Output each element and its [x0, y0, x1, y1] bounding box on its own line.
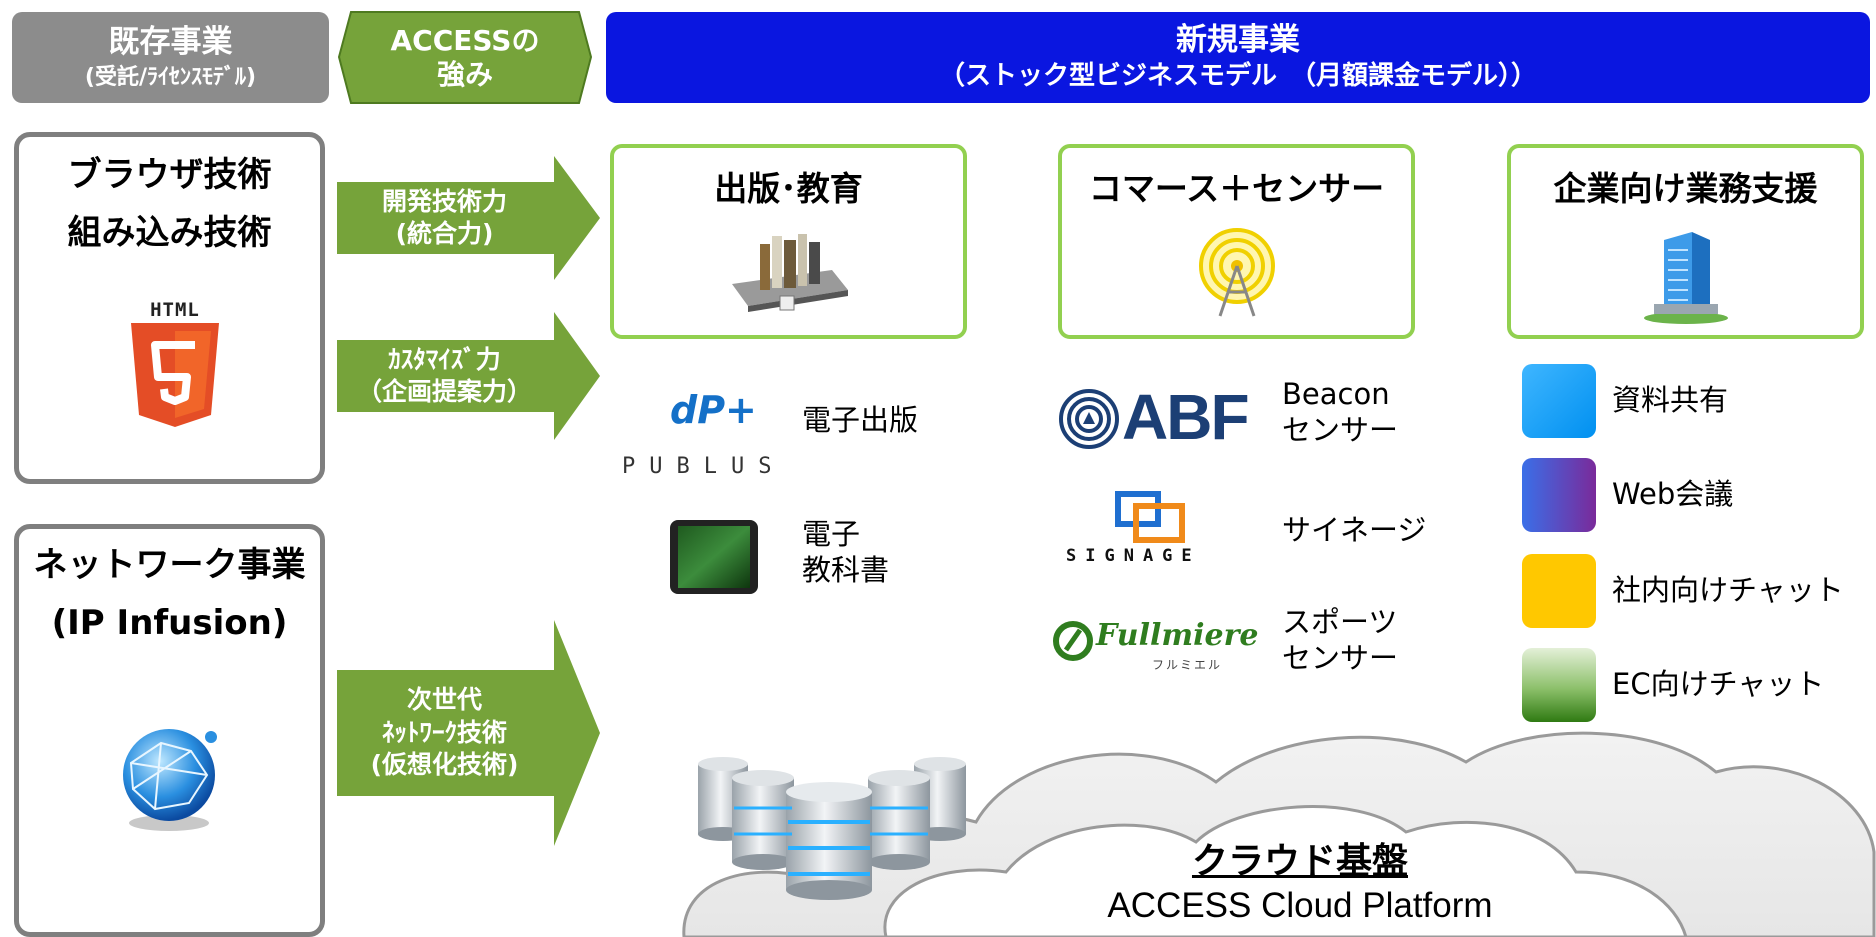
cloud-platform-subtitle: ACCESS Cloud Platform [1107, 886, 1493, 925]
embedded-tech-label: 組み込み技術 [67, 212, 272, 253]
browser-tech-label: ブラウザ技術 [67, 155, 272, 195]
html5-badge-text: HTML [150, 299, 200, 321]
enterprise-support-title: 企業向け業務支援 [1553, 169, 1818, 208]
publus-logo: dP+ PUBLUS [622, 388, 806, 484]
abf-logo: ABF [1058, 381, 1254, 453]
dev-skill-label: 開発技術力 [381, 186, 507, 216]
html5-logo-icon: HTML [129, 299, 221, 433]
internal-chat-label: 社内向けチャット [1612, 573, 1844, 607]
next-gen-label: 次世代 [406, 685, 482, 715]
sports-sensor-sublabel: センサー [1282, 641, 1399, 676]
new-business-title: 新規事業 [1176, 21, 1300, 58]
existing-business-subtitle: (受託/ﾗｲｾﾝｽﾓﾃﾞﾙ) [84, 64, 257, 90]
beacon-label: Beacon [1282, 377, 1390, 411]
signage-label: サイネージ [1282, 513, 1427, 547]
publishing-education-box: 出版･教育 [610, 144, 967, 339]
publishing-education-title: 出版･教育 [714, 169, 863, 208]
strength-header-shape [337, 11, 593, 104]
tablet-icon [670, 520, 758, 594]
dev-skill-sublabel: (統合力) [395, 219, 494, 248]
customize-arrow: ｶｽﾀﾏｲｽﾞ力 （企画提案力） [337, 310, 602, 442]
sports-label: スポーツ [1282, 605, 1398, 639]
web-meeting-color-square [1522, 458, 1596, 532]
next-gen-arrow-shape [337, 620, 600, 846]
office-building-icon [1643, 232, 1728, 324]
ec-chat-color-square [1522, 648, 1596, 722]
database-servers-icon [698, 757, 966, 900]
abf-wordmark: ABF [1122, 381, 1250, 453]
existing-business-header: 既存事業 (受託/ﾗｲｾﾝｽﾓﾃﾞﾙ) [12, 12, 329, 103]
commerce-sensor-box: コマース＋センサー [1058, 144, 1415, 339]
signal-antenna-icon [1198, 228, 1275, 317]
books-on-tablet-icon [731, 234, 848, 312]
next-gen-network-label: ﾈｯﾄﾜｰｸ技術 [381, 717, 507, 747]
next-gen-network-arrow: 次世代 ﾈｯﾄﾜｰｸ技術 (仮想化技術) [337, 618, 602, 848]
access-strength-header: ACCESSの 強み [337, 10, 593, 105]
virtualization-label: (仮想化技術) [370, 750, 519, 780]
customize-sublabel: （企画提案力） [356, 377, 532, 406]
e-textbook-label: 電子 教科書 [802, 516, 889, 589]
network-business-label: ネットワーク事業 [33, 545, 306, 585]
cloud-platform-title: クラウド基盤 [1191, 841, 1408, 882]
strength-title: ACCESSの [390, 23, 540, 57]
web-meeting-label: Web会議 [1612, 477, 1734, 511]
dev-skill-arrow: 開発技術力 (統合力) [337, 154, 602, 282]
globe-icon [123, 729, 217, 831]
enterprise-support-box: 企業向け業務支援 [1507, 144, 1864, 339]
fullmiere-mark-icon [1053, 621, 1093, 661]
e-textbook-label-line1: 電子 [802, 517, 861, 551]
existing-business-title: 既存事業 [108, 24, 233, 61]
fullmiere-wordmark: Fullmiere [1096, 618, 1259, 653]
publus-wordmark: PUBLUS [622, 454, 786, 479]
new-business-subtitle: （ストック型ビジネスモデル （月額課金モデル）） [938, 61, 1537, 92]
document-sharing-color-square [1522, 364, 1596, 438]
fullmiere-logo: Fullmiere フルミエル [1052, 616, 1274, 672]
customize-label: ｶｽﾀﾏｲｽﾞ力 [388, 344, 501, 374]
network-business-box: ネットワーク事業 (IP Infusion) [14, 524, 325, 937]
signage-wordmark: SIGNAGE [1066, 546, 1201, 566]
beacon-sensor-label: Beacon センサー [1282, 376, 1398, 449]
new-business-header: 新規事業 （ストック型ビジネスモデル （月額課金モデル）） [606, 12, 1870, 103]
ip-infusion-label: (IP Infusion) [51, 602, 288, 643]
beacon-sensor-sublabel: センサー [1282, 413, 1399, 448]
internal-chat-color-square [1522, 554, 1596, 628]
publus-mark: dP+ [670, 388, 757, 432]
signage-logo: SIGNAGE [1062, 490, 1252, 570]
strength-subtitle: 強み [436, 57, 493, 91]
e-publishing-label: 電子出版 [802, 403, 919, 437]
dev-skill-arrow-shape [337, 156, 600, 280]
ec-chat-label: EC向けチャット [1612, 667, 1825, 701]
signage-display-icon [1115, 491, 1185, 543]
sports-sensor-label: スポーツ センサー [1282, 604, 1398, 677]
abf-circle-mark-icon [1059, 389, 1119, 449]
cloud-shape [682, 731, 1876, 937]
fullmiere-kana: フルミエル [1152, 658, 1223, 672]
html5-shield-icon [131, 323, 219, 427]
browser-technology-box: ブラウザ技術 組み込み技術 HTML [14, 132, 325, 484]
document-sharing-label: 資料共有 [1612, 383, 1729, 417]
e-textbook-label-line2: 教科書 [802, 553, 890, 588]
commerce-sensor-title: コマース＋センサー [1088, 169, 1385, 208]
customize-arrow-shape [337, 312, 600, 440]
